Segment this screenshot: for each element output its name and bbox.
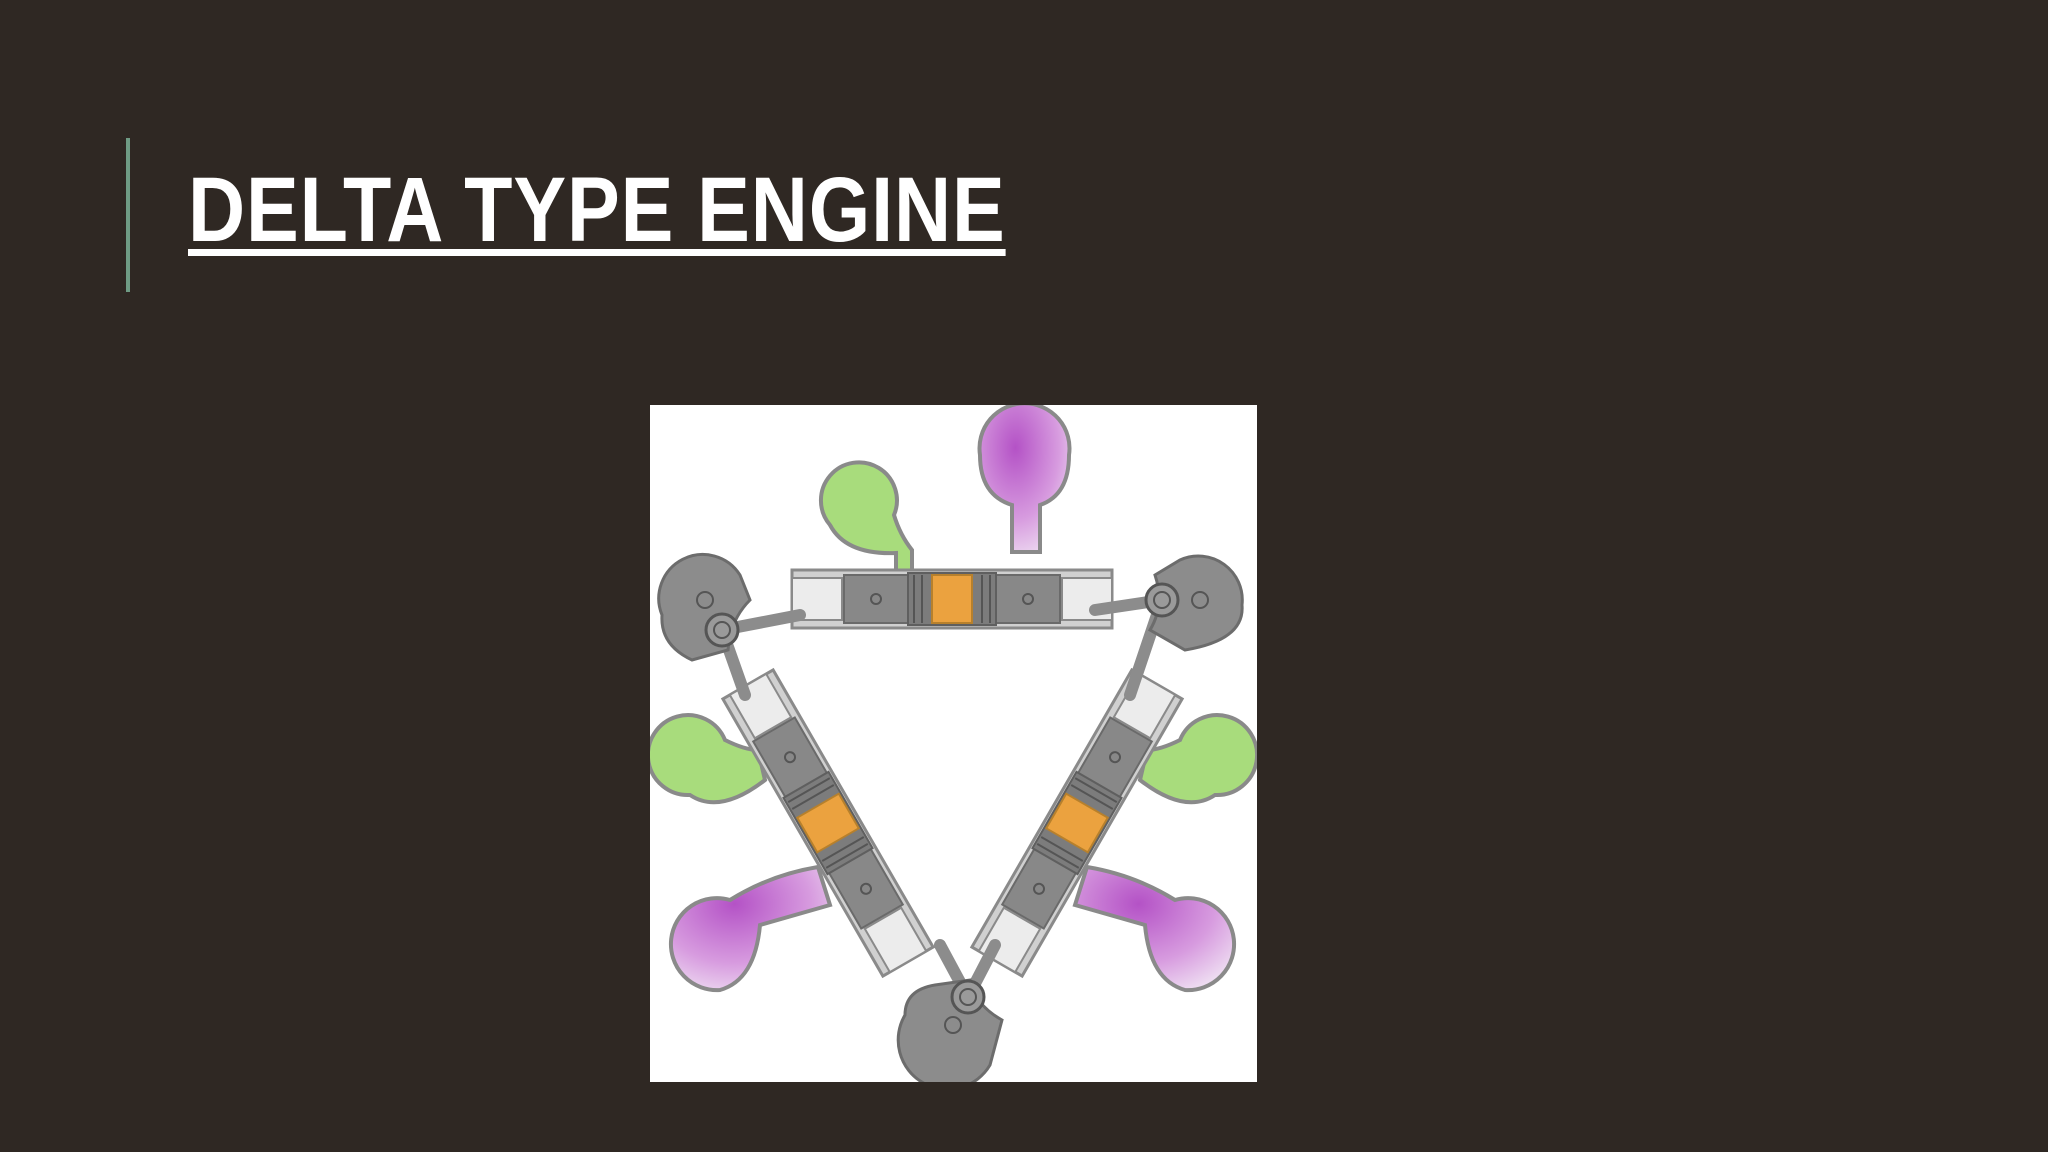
slide-title: DELTA TYPE ENGINE xyxy=(188,159,1006,261)
top-purple-chamber xyxy=(977,405,1072,554)
engine-diagram xyxy=(650,405,1257,1082)
left-green-chamber xyxy=(650,713,768,805)
top-green-chamber xyxy=(818,460,914,577)
right-green-chamber xyxy=(1137,713,1257,805)
title-accent-bar xyxy=(126,138,130,292)
crank-top-left xyxy=(657,552,752,662)
crank-top-right xyxy=(1144,554,1244,652)
crank-bottom xyxy=(896,978,1004,1082)
right-purple-chamber xyxy=(1072,864,1237,993)
top-cylinder-bank xyxy=(790,568,1114,630)
left-purple-chamber xyxy=(668,864,833,993)
